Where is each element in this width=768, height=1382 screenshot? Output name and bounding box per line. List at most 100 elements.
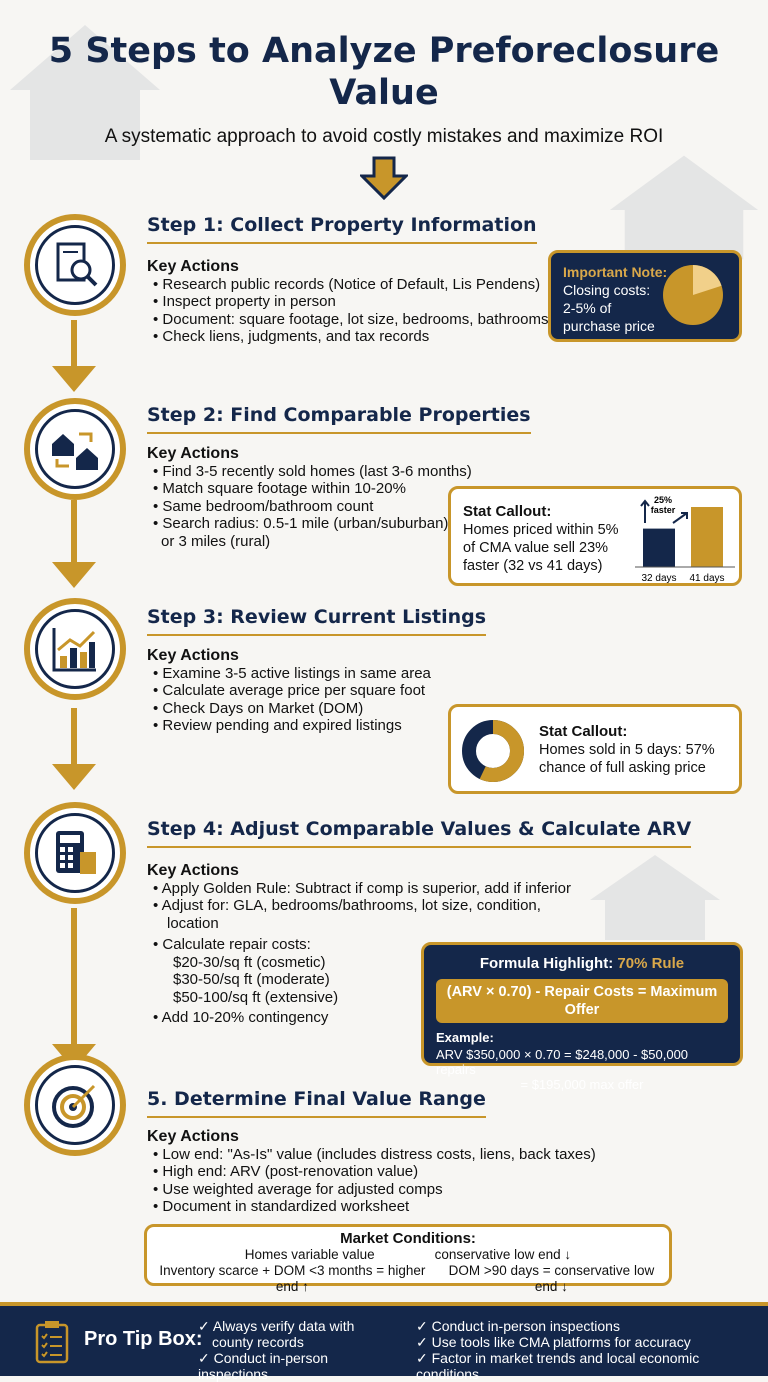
key-actions-label: Key Actions — [147, 862, 239, 879]
stat-callout-box: Stat Callout: Homes priced within 5% of … — [448, 486, 742, 586]
key-actions-label: Key Actions — [147, 647, 239, 664]
tip-item: ✓ Factor in market trends and local econ… — [416, 1350, 700, 1382]
list-item: Apply Golden Rule: Subtract if comp is s… — [153, 880, 571, 898]
pro-tip-col1: ✓ Always verify data with county records… — [198, 1318, 398, 1382]
step4-actions: Key Actions Apply Golden Rule: Subtract … — [147, 862, 571, 1027]
list-item: $30-50/sq ft (moderate) — [173, 971, 330, 988]
houses-exchange-icon — [52, 432, 98, 470]
example-line2: = $195,000 max offer — [520, 1077, 644, 1092]
connector-line — [71, 500, 77, 565]
bar-label: 41 days — [689, 573, 724, 584]
document-magnifier-icon — [56, 242, 98, 287]
stat-label: Stat Callout: — [539, 723, 628, 740]
arrow-down-icon — [360, 156, 408, 200]
connector-line — [71, 708, 77, 768]
bar-annotation: 25%faster — [651, 495, 676, 515]
list-item: $20-30/sq ft (cosmetic) — [173, 953, 326, 971]
bar — [643, 528, 675, 567]
list-item: High end: ARV (post-renovation value) — [153, 1163, 596, 1181]
formula-rule: 70% Rule — [617, 955, 685, 972]
donut-arc — [462, 720, 524, 782]
bar-chart: 32 days 41 days 25%faster — [635, 495, 735, 584]
step4-title: Step 4: Adjust Comparable Values & Calcu… — [147, 818, 692, 848]
step3-title: Step 3: Review Current Listings — [147, 606, 487, 636]
market-row2-right: DOM >90 days = conservative low end ↓ — [448, 1263, 655, 1294]
arrow-up-icon — [640, 499, 650, 523]
arrow-down-icon — [52, 562, 96, 588]
list-item: or 3 miles (rural) — [161, 532, 271, 550]
tip-item: ✓ Conduct in-person inspections — [198, 1350, 329, 1382]
step3-icon-circle — [24, 598, 126, 700]
list-item: Match square footage within 10-20% — [153, 480, 472, 498]
step4-icon-circle — [24, 802, 126, 904]
arrow-down-icon — [52, 764, 96, 790]
example-line1: ARV $350,000 × 0.70 = $248,000 - $50,000… — [436, 1047, 689, 1077]
step2-title: Step 2: Find Comparable Properties — [147, 404, 531, 434]
list-item: Search radius: 0.5-1 mile (urban/suburba… — [153, 515, 472, 533]
arrow-down-icon — [52, 366, 96, 392]
market-row1-left: Homes variable value — [244, 1247, 375, 1262]
list-item: Calculate repair costs: — [153, 936, 571, 954]
list-item: Document in standardized worksheet — [153, 1198, 596, 1216]
connector-line — [71, 908, 77, 1048]
market-title: Market Conditions: — [340, 1230, 476, 1247]
page-subtitle: A systematic approach to avoid costly mi… — [104, 126, 664, 147]
formula-highlight-box: Formula Highlight: 70% Rule (ARV × 0.70)… — [421, 942, 743, 1092]
house-watermark-icon — [10, 25, 160, 160]
bar-label: 32 days — [641, 573, 676, 584]
list-item: Review pending and expired listings — [153, 717, 431, 735]
target-icon — [52, 1084, 96, 1128]
bar — [691, 507, 723, 567]
market-conditions-box: Market Conditions: Homes variable value c… — [144, 1224, 672, 1294]
market-row1-right: conservative low end ↓ — [434, 1247, 572, 1262]
pro-tip-title: Pro Tip Box: — [84, 1328, 203, 1350]
connector-line — [71, 320, 77, 370]
market-row2-left: Inventory scarce + DOM <3 months = highe… — [159, 1263, 426, 1294]
step5-title: 5. Determine Final Value Range — [147, 1088, 486, 1118]
bar-chart-icon — [52, 628, 96, 672]
stat-text: Homes sold in 5 days: 57% chance of full… — [539, 742, 715, 776]
stat-text: Homes priced within 5% of CMA value sell… — [463, 522, 619, 574]
house-watermark-icon — [590, 855, 720, 940]
list-item: Examine 3-5 active listings in same area — [153, 665, 430, 683]
donut-chart — [462, 720, 524, 782]
important-note-box: Important Note: Closing costs: 2-5% of p… — [548, 250, 742, 342]
list-item: Low end: "As-Is" value (includes distres… — [153, 1146, 595, 1164]
step2-actions: Key Actions Find 3-5 recently sold homes… — [147, 445, 472, 550]
formula-equation: (ARV × 0.70) - Repair Costs = Maximum Of… — [436, 979, 728, 1023]
example-label: Example: — [436, 1030, 494, 1045]
stat-callout-box: Stat Callout: Homes sold in 5 days: 57% … — [448, 704, 742, 794]
note-text: Closing costs: 2-5% of purchase price — [563, 282, 655, 334]
key-actions-label: Key Actions — [147, 1128, 239, 1145]
key-actions-label: Key Actions — [147, 258, 239, 275]
arrow-diagonal-icon — [672, 512, 688, 524]
list-item: Check liens, judgments, and tax records — [153, 328, 548, 346]
step3-actions: Key Actions Examine 3-5 active listings … — [147, 647, 431, 735]
calculator-icon — [56, 831, 96, 874]
list-item: location — [167, 914, 219, 932]
step1-title: Step 1: Collect Property Information — [147, 214, 537, 244]
note-label: Important Note: — [563, 264, 668, 280]
list-item: Calculate average price per square foot — [153, 682, 431, 700]
tip-item: ✓ Always verify data with county records — [198, 1318, 355, 1350]
step5-icon-circle — [24, 1054, 126, 1156]
clipboard-checklist-icon — [35, 1321, 69, 1364]
key-actions-label: Key Actions — [147, 445, 239, 462]
stat-label: Stat Callout: — [463, 503, 552, 520]
list-item: Use weighted average for adjusted comps — [153, 1181, 596, 1199]
list-item: Research public records (Notice of Defau… — [153, 276, 548, 294]
list-item: Find 3-5 recently sold homes (last 3-6 m… — [153, 463, 471, 481]
step1-actions: Key Actions Research public records (Not… — [147, 258, 548, 346]
formula-label: Formula Highlight: — [479, 955, 614, 972]
list-item: Inspect property in person — [153, 293, 548, 311]
house-watermark-icon — [609, 155, 759, 260]
step2-icon-circle — [24, 398, 126, 500]
tip-item: ✓ Use tools like CMA platforms for accur… — [416, 1334, 691, 1350]
pie-slice-highlight — [693, 265, 722, 295]
pro-tip-col2: ✓ Conduct in-person inspections✓ Use too… — [416, 1318, 766, 1382]
page-title: 5 Steps to Analyze Preforeclosure Value — [48, 31, 720, 113]
list-item: Document: square footage, lot size, bedr… — [153, 311, 548, 329]
list-item: Add 10-20% contingency — [153, 1009, 571, 1027]
tip-item: ✓ Conduct in-person inspections — [416, 1318, 620, 1334]
pie-chart — [663, 265, 723, 325]
